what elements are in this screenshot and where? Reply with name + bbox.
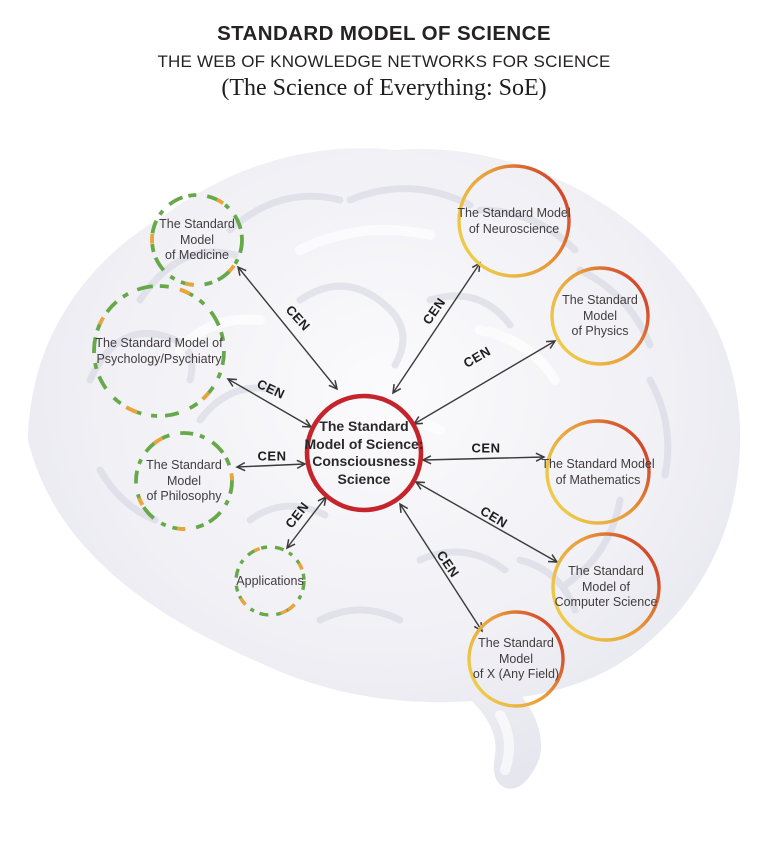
edge-label-philosophy: CEN <box>257 448 287 464</box>
node-ring-x-any-field <box>467 610 565 708</box>
node-label-mathematics: The Standard Model of Mathematics <box>541 457 655 487</box>
node-ring-neuroscience <box>457 164 571 278</box>
node-label-x-any-field: The Standard Model of X (Any Field) <box>472 636 560 681</box>
edge-applications <box>285 495 328 550</box>
warm-rings <box>457 164 661 708</box>
node-ring-mathematics <box>545 419 651 525</box>
edge-computer-science <box>414 481 559 563</box>
page-subtitle: THE WEB OF KNOWLEDGE NETWORKS FOR SCIENC… <box>157 52 611 71</box>
edge-mathematics <box>421 452 546 465</box>
edge-physics <box>412 340 557 425</box>
node-label-philosophy: The Standard Model of Philosophy <box>146 458 222 503</box>
edge-arrows <box>226 261 559 633</box>
node-label-neuroscience: The Standard Model of Neuroscience <box>457 206 571 236</box>
node-ring-consciousness-science <box>304 393 424 513</box>
node-ring-philosophy <box>134 431 234 531</box>
node-ring-computer-science <box>551 532 661 642</box>
edge-medicine <box>236 265 339 391</box>
edge-neuroscience <box>392 261 481 395</box>
edge-label-mathematics: CEN <box>471 440 501 456</box>
node-ring-applications <box>234 545 306 617</box>
dashed-rings <box>92 193 306 617</box>
node-label-applications: Applications <box>236 574 304 588</box>
node-label-consciousness-science: The Standard Model of Science: Conscious… <box>304 418 424 487</box>
edge-x-any-field <box>399 502 483 633</box>
page-title: STANDARD MODEL OF SCIENCE <box>217 22 551 45</box>
edge-psychology-psychiatry <box>226 378 313 428</box>
node-label-psychology-psychiatry: The Standard Model of Psychology/Psychia… <box>95 336 223 366</box>
node-label-physics: The Standard Model of Physics <box>562 293 638 338</box>
node-label-medicine: The Standard Model of Medicine <box>159 217 235 262</box>
edge-philosophy <box>235 459 307 472</box>
node-ring-physics <box>550 266 650 366</box>
node-ring-psychology-psychiatry <box>92 284 226 418</box>
page-tagline: (The Science of Everything: SoE) <box>221 75 547 101</box>
node-ring-medicine <box>150 193 244 287</box>
node-label-computer-science: The Standard Model of Computer Science <box>554 564 658 609</box>
